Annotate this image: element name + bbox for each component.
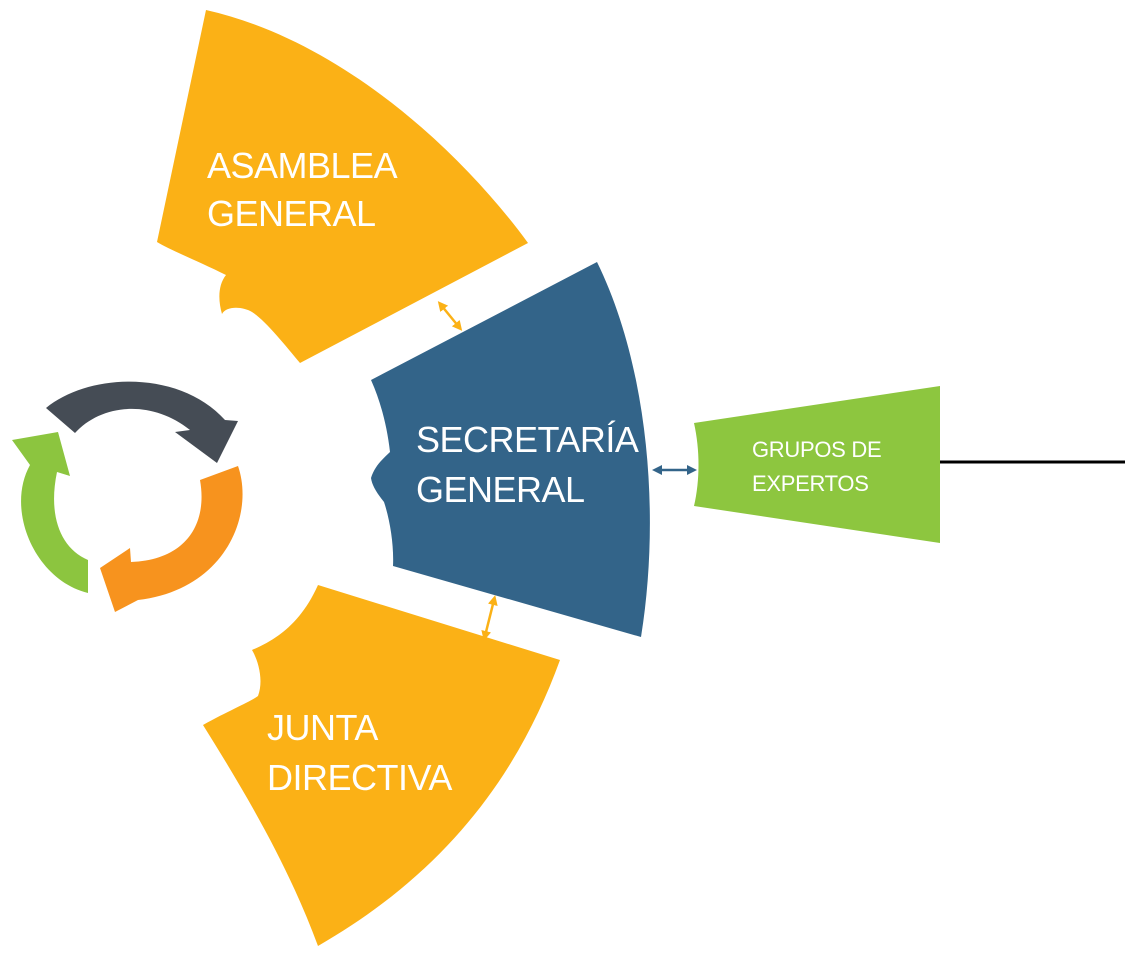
cycle-arrow-orange	[100, 466, 243, 612]
grupos-line2: EXPERTOS	[752, 471, 869, 496]
asamblea-general-shape	[157, 10, 528, 363]
asamblea-line2: GENERAL	[207, 193, 376, 234]
double-arrow-icon	[481, 595, 498, 641]
secretaria-general-shape	[371, 262, 650, 637]
cycle-arrow-dark	[46, 381, 238, 463]
secretaria-line1: SECRETARÍA	[416, 419, 639, 460]
junta-line2: DIRECTIVA	[267, 757, 452, 798]
cycle-arrow-green	[12, 432, 88, 593]
grupos-line1: GRUPOS DE	[752, 437, 881, 462]
double-arrow-icon	[437, 301, 463, 331]
cycle-icon	[12, 381, 243, 612]
grupos-expertos-shape	[694, 386, 940, 543]
junta-line1: JUNTA	[267, 707, 378, 748]
junta-directiva-shape	[203, 585, 560, 946]
secretaria-line2: GENERAL	[416, 469, 585, 510]
asamblea-line1: ASAMBLEA	[207, 145, 398, 186]
